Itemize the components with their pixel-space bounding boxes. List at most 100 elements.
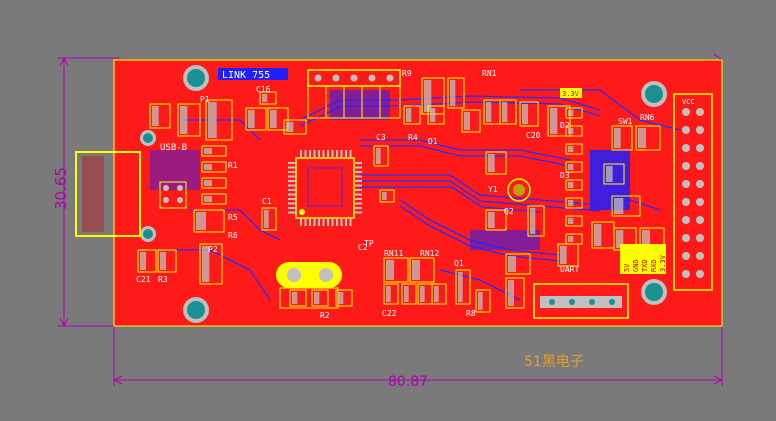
smd-pad [522, 104, 528, 124]
smd-pad [508, 280, 514, 306]
smd-pad [286, 122, 294, 132]
mcu-pin [288, 175, 295, 178]
smd-outline [401, 283, 417, 305]
mcu-pin [345, 219, 347, 226]
mcu-pin [304, 219, 307, 226]
label-txd: TXD [641, 259, 649, 272]
label-rn1: RN1 [482, 69, 497, 78]
mcu-pin [288, 162, 295, 164]
smd-pad [458, 272, 463, 302]
smd-pad [204, 164, 212, 170]
mcu-pin [331, 150, 334, 157]
smd-outline [149, 103, 171, 129]
mcu-pin [313, 219, 316, 226]
smd-outline [373, 145, 389, 167]
mcu-pin [355, 180, 362, 182]
header-pin [696, 198, 704, 206]
smd-pad [642, 230, 650, 248]
header-pin [696, 252, 704, 260]
bottom-copper-area-4 [150, 150, 200, 190]
buzzer [507, 178, 531, 202]
label-y1: Y1 [488, 185, 498, 194]
label-q1: Q1 [454, 259, 464, 268]
smd-pad [568, 128, 574, 134]
smd-outline [505, 277, 525, 309]
mcu-pin [355, 184, 362, 187]
mcu-pin [288, 198, 295, 200]
smd-outline [311, 289, 329, 307]
smd-outline [565, 161, 583, 173]
smd-pad [568, 200, 574, 206]
label-p2: P2 [208, 245, 218, 254]
header-pin [682, 162, 690, 170]
smd-outline [499, 99, 517, 125]
smd-pad [152, 106, 159, 126]
smd-outline [267, 107, 289, 131]
dimension-width-label: 80.87 [388, 374, 428, 390]
smd-pad [314, 292, 320, 304]
smd-outline [289, 289, 307, 307]
header-pin [696, 180, 704, 188]
smd-pad [248, 110, 255, 128]
smd-pad [614, 198, 624, 214]
crystal-oscillator [276, 262, 342, 309]
smd-components [137, 77, 665, 313]
smd-pad [568, 164, 574, 170]
smd-pad [204, 196, 212, 202]
mcu-pin [355, 162, 362, 164]
label-r4: R4 [408, 133, 418, 142]
label-p1: P1 [200, 95, 210, 104]
mcu-pin [327, 219, 329, 226]
header-pin [682, 144, 690, 152]
smd-outline [461, 109, 481, 133]
smd-pad [488, 154, 495, 172]
smd-pad [140, 252, 146, 270]
smd-outline [193, 209, 225, 233]
smd-pad [430, 108, 436, 122]
header-pin [682, 270, 690, 278]
mcu-pin [322, 219, 325, 226]
smd-outline [527, 205, 545, 237]
header-pin [682, 234, 690, 242]
smd-pad [270, 110, 277, 128]
smd-pad [208, 102, 217, 138]
smd-outline [201, 193, 227, 205]
smd-pad [420, 286, 425, 302]
bottom-copper-area-3 [470, 230, 540, 250]
smd-outline [475, 289, 491, 313]
header-pin [696, 144, 704, 152]
uart-connector [533, 283, 629, 319]
dimension-height-label: 30.65 [52, 167, 70, 210]
label-c3: C3 [376, 133, 386, 142]
smd-pad [488, 212, 495, 228]
usb-connector [75, 151, 187, 237]
smd-pad [550, 108, 558, 134]
header-pin [682, 180, 690, 188]
smd-pad [264, 210, 269, 228]
label-r8: R8 [466, 309, 476, 318]
smd-pad [412, 260, 420, 280]
label-d3: D3 [560, 171, 570, 180]
smd-outline [245, 107, 267, 131]
label-r3: R3 [158, 275, 168, 284]
smd-outline [565, 215, 583, 227]
mcu-pin [355, 202, 362, 205]
smd-pad [502, 102, 508, 122]
mcu-pin [288, 202, 295, 205]
smd-pad [568, 146, 574, 152]
smd-pad [450, 80, 456, 106]
smd-pad [262, 94, 268, 102]
smd-pad [160, 252, 166, 270]
smd-pad [202, 246, 210, 282]
smd-pad [386, 286, 391, 302]
header-pin [682, 216, 690, 224]
smd-pad [424, 80, 432, 112]
smd-pad [568, 110, 574, 116]
label-c21: C21 [136, 275, 151, 284]
smd-pad [196, 212, 206, 230]
smd-pad [568, 236, 574, 242]
smd-pad [434, 286, 439, 302]
board-title: LINK 755 [222, 70, 270, 81]
smd-pad [616, 230, 624, 248]
